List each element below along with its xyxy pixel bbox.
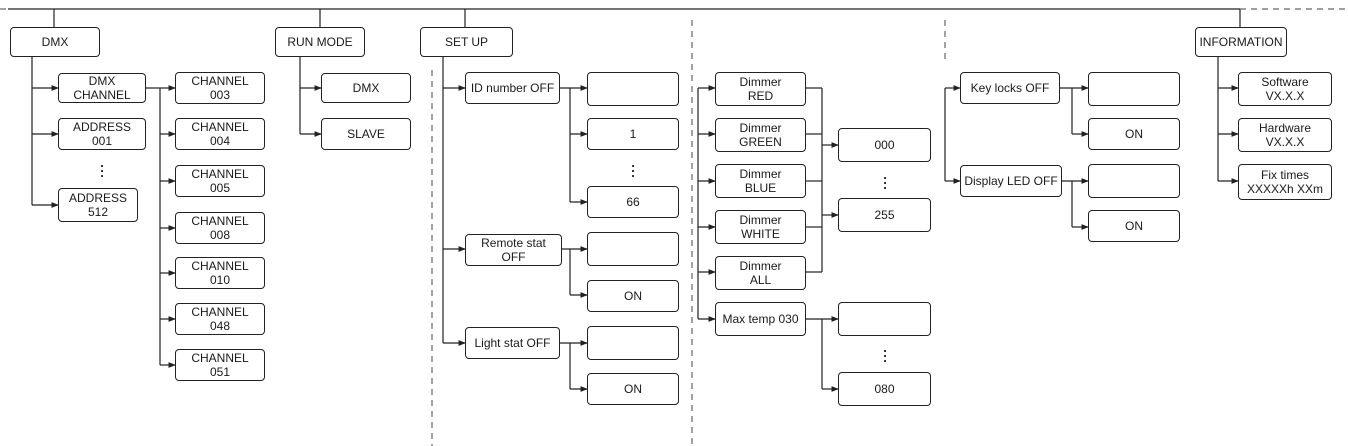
channel-008-box[interactable]: CHANNEL 008 (175, 212, 265, 244)
address-512-box[interactable]: ADDRESS 512 (58, 188, 138, 222)
dimmer-red-box[interactable]: Dimmer RED (715, 72, 806, 106)
information-box[interactable]: INFORMATION (1195, 27, 1287, 57)
run-dmx-box[interactable]: DMX (321, 73, 411, 103)
dimmer-all-box[interactable]: Dimmer ALL (715, 256, 806, 290)
temp-080-box[interactable]: 080 (838, 372, 931, 406)
channel-005-box[interactable]: CHANNEL 005 (175, 165, 265, 197)
id-ellipsis: . . . (631, 155, 635, 180)
dmx-box[interactable]: DMX (10, 27, 100, 57)
channel-010-box[interactable]: CHANNEL 010 (175, 257, 265, 289)
display-on-box[interactable]: ON (1088, 210, 1180, 242)
dimmer-white-box[interactable]: Dimmer WHITE (715, 210, 806, 244)
dmx-channel-box[interactable]: DMX CHANNEL (58, 73, 146, 103)
dimmer-255-box[interactable]: 255 (838, 198, 931, 232)
temp-blank-box[interactable] (838, 302, 931, 336)
fix-times-box[interactable]: Fix times XXXXXh XXm (1238, 164, 1332, 200)
display-blank-box[interactable] (1088, 164, 1180, 198)
channel-051-box[interactable]: CHANNEL 051 (175, 349, 265, 381)
run-slave-box[interactable]: SLAVE (321, 118, 411, 150)
dimmer-green-box[interactable]: Dimmer GREEN (715, 118, 806, 152)
run-mode-box[interactable]: RUN MODE (275, 27, 365, 57)
temp-ellipsis: . . . (883, 340, 887, 365)
channel-003-box[interactable]: CHANNEL 003 (175, 72, 265, 104)
address-001-box[interactable]: ADDRESS 001 (58, 118, 146, 150)
light-stat-box[interactable]: Light stat OFF (465, 327, 560, 359)
software-box[interactable]: Software VX.X.X (1238, 72, 1332, 106)
display-led-box[interactable]: Display LED OFF (960, 165, 1062, 197)
dimmer-000-box[interactable]: 000 (838, 128, 931, 162)
remote-blank-box[interactable] (587, 232, 679, 266)
id-number-box[interactable]: ID number OFF (465, 72, 560, 104)
remote-stat-box[interactable]: Remote stat OFF (465, 234, 562, 266)
id-blank-box[interactable] (587, 72, 679, 106)
dimmer-blue-box[interactable]: Dimmer BLUE (715, 164, 806, 198)
channel-048-box[interactable]: CHANNEL 048 (175, 303, 265, 335)
channel-004-box[interactable]: CHANNEL 004 (175, 118, 265, 150)
dimmer-ellipsis: . . . (883, 167, 887, 192)
key-locks-box[interactable]: Key locks OFF (960, 72, 1060, 104)
hardware-box[interactable]: Hardware VX.X.X (1238, 118, 1332, 152)
key-blank-box[interactable] (1088, 72, 1180, 106)
key-on-box[interactable]: ON (1088, 118, 1180, 150)
set-up-box[interactable]: SET UP (420, 27, 513, 57)
remote-on-box[interactable]: ON (587, 280, 679, 312)
max-temp-box[interactable]: Max temp 030 (715, 302, 806, 336)
id-1-box[interactable]: 1 (587, 118, 679, 150)
light-blank-box[interactable] (587, 326, 679, 360)
id-66-box[interactable]: 66 (587, 186, 679, 218)
light-on-box[interactable]: ON (587, 373, 679, 405)
address-ellipsis: . . . (100, 155, 104, 180)
